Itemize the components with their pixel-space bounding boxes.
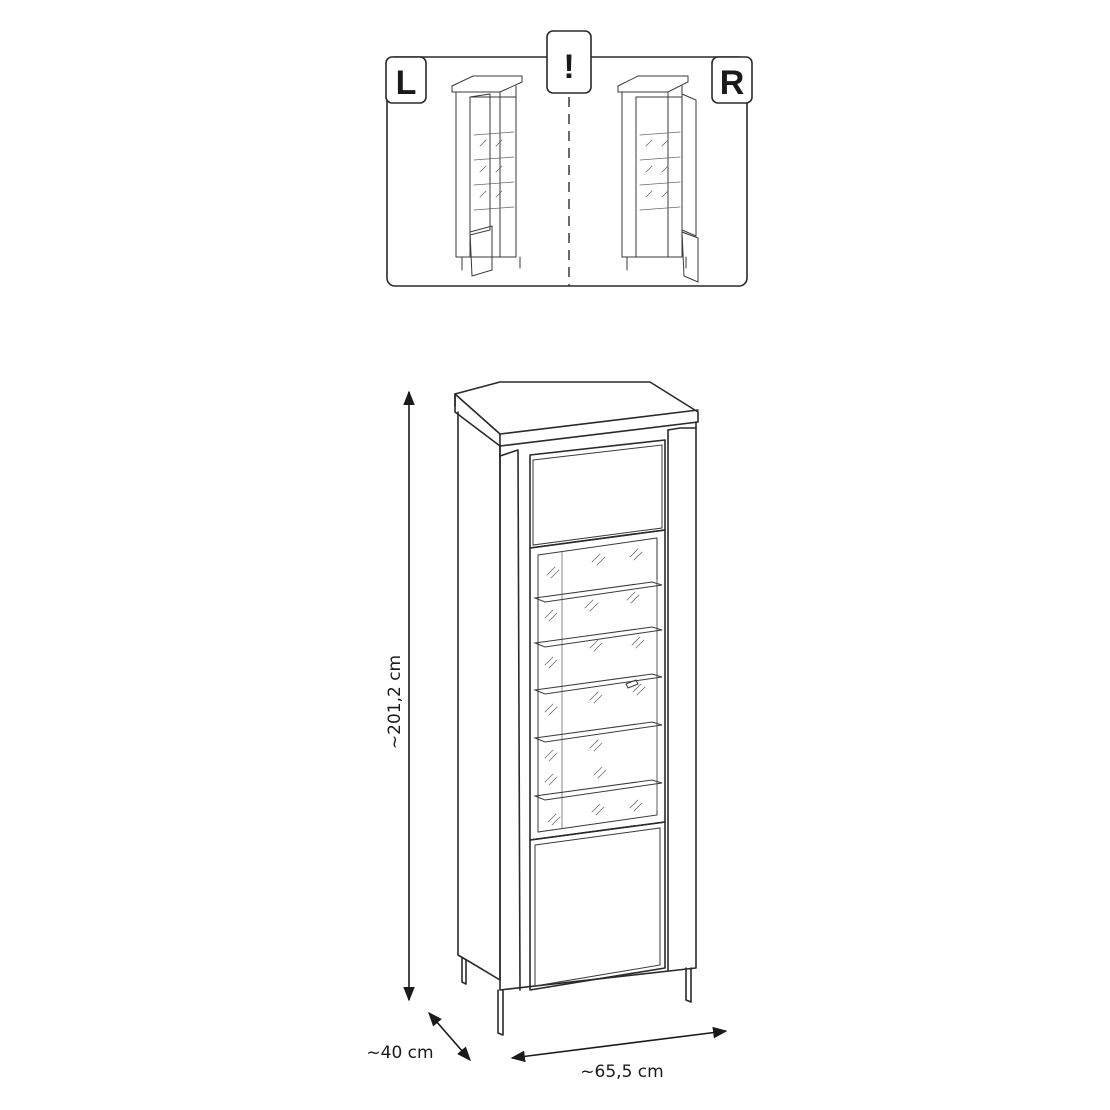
depth-dimension-label: ~40 cm [366, 1043, 433, 1063]
orientation-panel: L ! R [385, 30, 753, 287]
upper-door-panel [529, 439, 666, 549]
right-hinge-badge: R [711, 56, 753, 104]
cabinet-side-panel [457, 411, 501, 981]
main-cabinet [454, 381, 699, 1036]
left-cabinet-thumbnail [451, 75, 523, 277]
height-dimension-label: ~201,2 cm [385, 655, 405, 749]
cabinet-top [454, 381, 699, 447]
warning-badge: ! [546, 30, 592, 94]
lower-door-panel [529, 821, 666, 991]
glass-reflection-marks [544, 548, 646, 826]
depth-dimension: ~40 cm [366, 1011, 471, 1063]
warning-badge-label: ! [563, 48, 574, 86]
width-dimension: ~65,5 cm [510, 1026, 728, 1082]
width-dimension-arrow [510, 1026, 728, 1063]
height-dimension: ~201,2 cm [385, 390, 415, 1002]
right-badge-label: R [720, 64, 745, 102]
cabinet-legs [461, 957, 692, 1036]
glass-shelves [533, 581, 663, 801]
right-cabinet-thumbnail [617, 75, 699, 283]
depth-dimension-arrow [428, 1011, 471, 1062]
left-hinge-badge: L [385, 56, 427, 104]
width-dimension-label: ~65,5 cm [580, 1062, 663, 1082]
left-badge-label: L [396, 64, 417, 102]
